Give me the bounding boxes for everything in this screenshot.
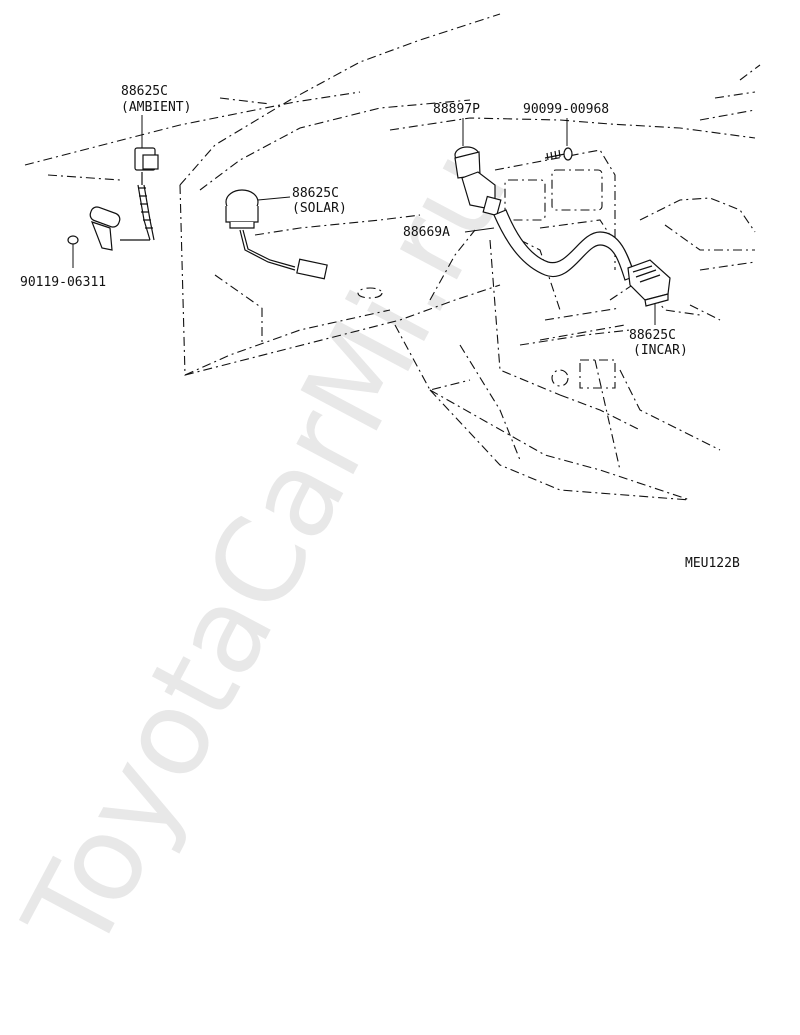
bolt-part-code: 90119-06311 <box>20 275 106 290</box>
aspirator-part-code: 88897P <box>433 102 480 117</box>
ambient-sensor[interactable] <box>89 115 159 251</box>
incar-part-code: 88625C <box>629 328 676 343</box>
diagram-code: MEU122B <box>685 556 740 571</box>
ambient-part-desc: (AMBIENT) <box>121 100 191 115</box>
dashboard-outline <box>24 13 761 501</box>
ambient-part-code: 88625C <box>121 84 168 99</box>
hose-part-code: 88669A <box>403 225 450 240</box>
bolt[interactable] <box>67 235 79 268</box>
watermark: ToyotaCarMi.ru <box>0 128 534 974</box>
solar-part-code: 88625C <box>292 186 339 201</box>
screw[interactable] <box>544 118 573 161</box>
solar-part-desc: (SOLAR) <box>292 201 347 216</box>
solar-sensor[interactable] <box>225 189 328 280</box>
screw-part-code: 90099-00968 <box>523 102 609 117</box>
incar-part-desc: (INCAR) <box>633 343 688 358</box>
incar-sensor[interactable] <box>627 259 671 325</box>
aspirator[interactable] <box>454 118 502 217</box>
